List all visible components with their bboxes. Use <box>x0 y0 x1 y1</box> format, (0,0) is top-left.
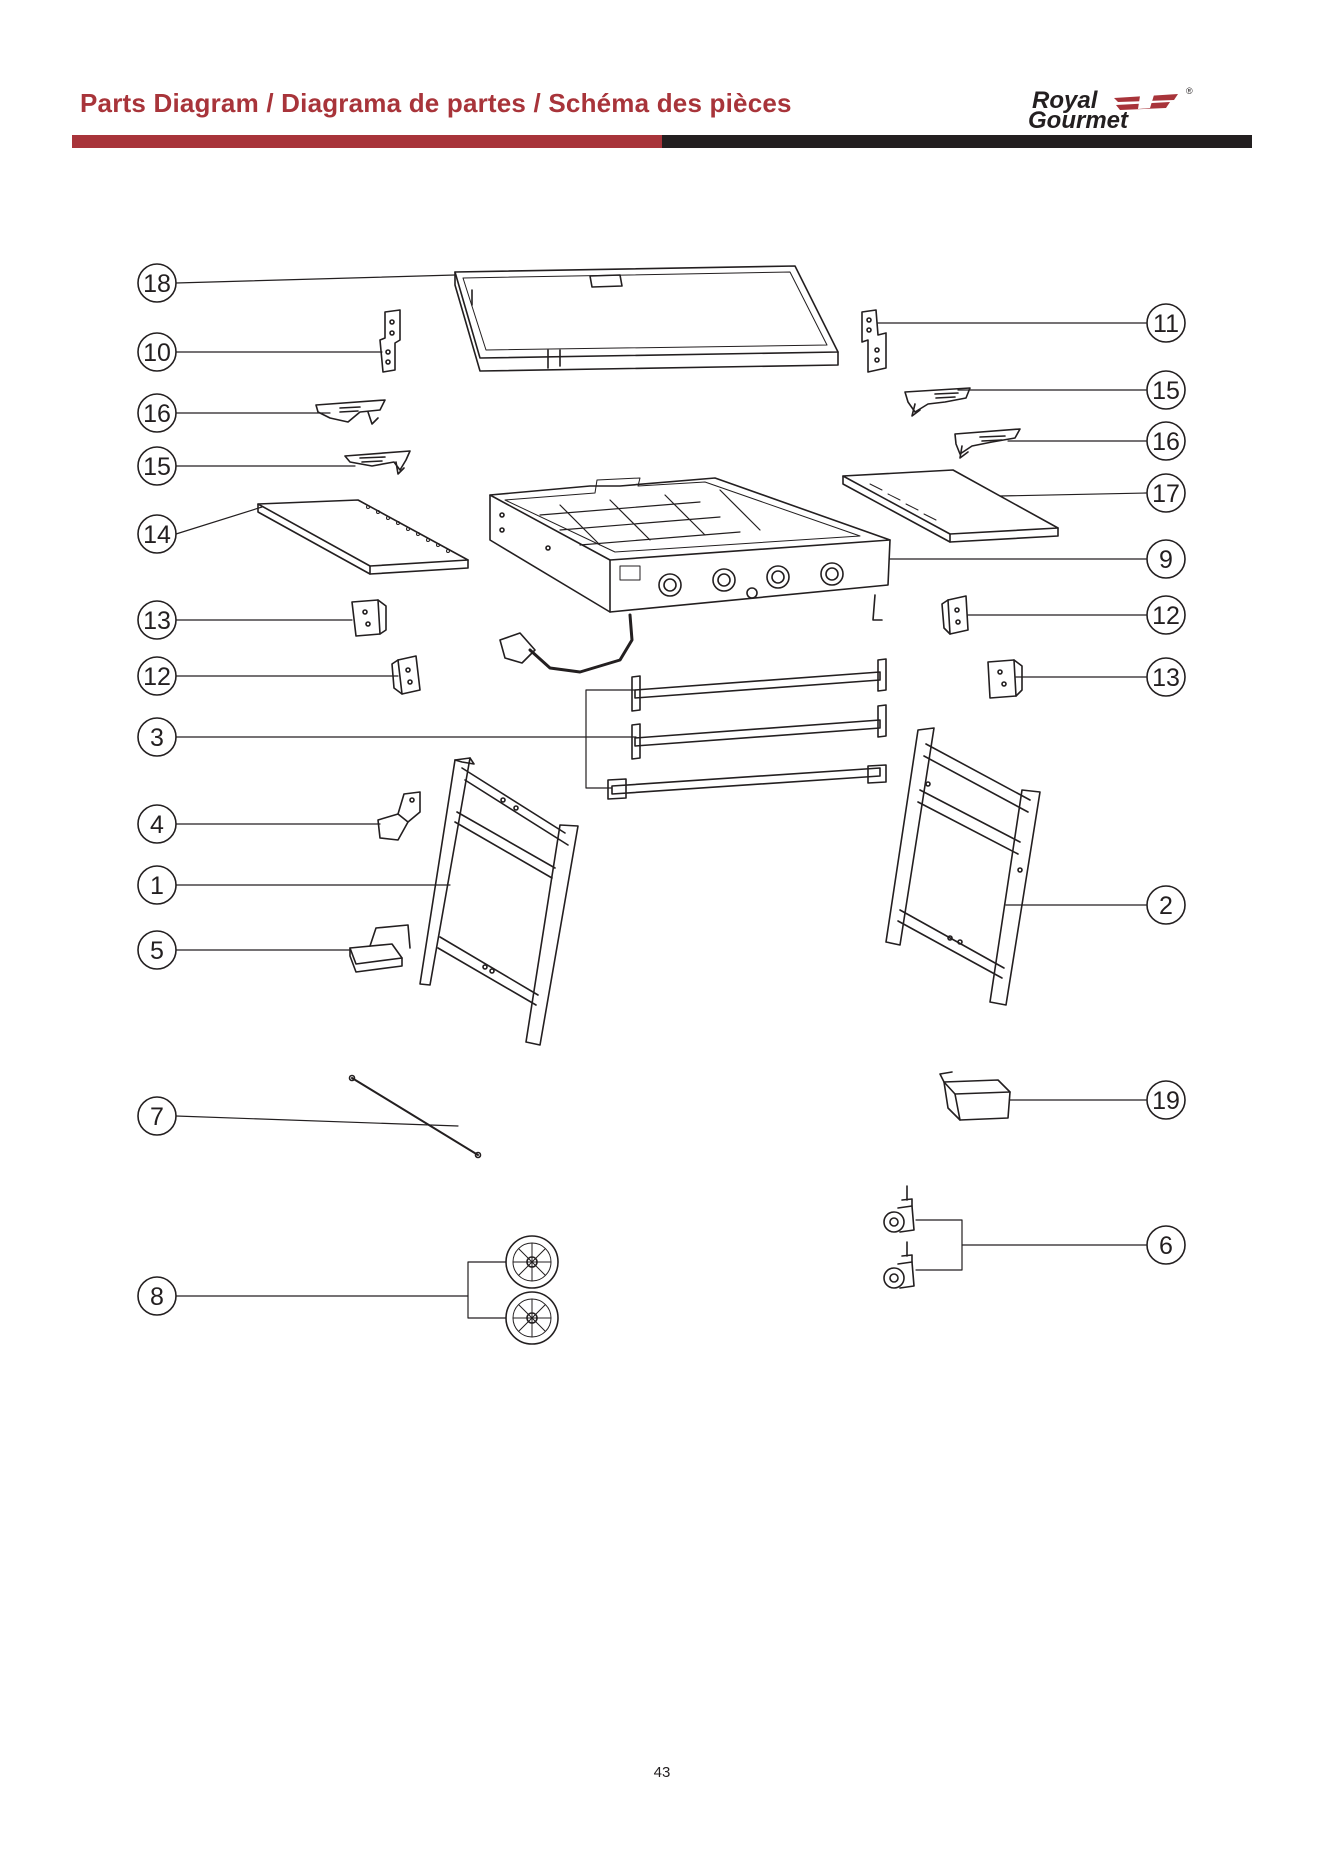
callout-circles <box>138 264 1185 1315</box>
part-8-wheels <box>506 1236 558 1344</box>
callout-7: 7 <box>150 1103 164 1131</box>
part-12-left-bracket <box>392 656 420 694</box>
callout-15-left: 15 <box>143 453 171 481</box>
part-15-left-shelf-bracket <box>345 451 410 474</box>
callout-8: 8 <box>150 1283 164 1311</box>
part-16-right-shelf-bracket <box>955 429 1020 458</box>
callout-18: 18 <box>143 270 171 298</box>
callout-19: 19 <box>1152 1087 1180 1115</box>
callout-12-left: 12 <box>143 663 171 691</box>
callout-5: 5 <box>150 937 164 965</box>
callout-3: 3 <box>150 724 164 752</box>
part-17-right-side-shelf <box>843 470 1058 542</box>
part-9-burner-box <box>490 478 890 672</box>
callout-12-right: 12 <box>1152 602 1180 630</box>
part-6-casters <box>884 1186 914 1288</box>
part-10-left-hinge <box>380 310 400 372</box>
callout-2: 2 <box>1159 892 1173 920</box>
callout-17: 17 <box>1152 480 1180 508</box>
part-3-cross-braces <box>608 659 886 799</box>
part-11-right-hinge <box>862 310 886 372</box>
callout-14: 14 <box>143 521 171 549</box>
part-1-left-leg-frame <box>420 758 578 1045</box>
callout-13-right: 13 <box>1152 664 1180 692</box>
part-13-right-bracket <box>988 660 1022 698</box>
part-5-bracket <box>350 925 410 972</box>
part-18-griddle-lid <box>455 266 838 371</box>
callout-10: 10 <box>143 339 171 367</box>
part-14-left-side-shelf <box>258 500 468 574</box>
callout-13-left: 13 <box>143 607 171 635</box>
part-15-right-shelf-bracket <box>905 388 970 416</box>
part-2-right-leg-frame <box>886 728 1040 1005</box>
callout-16-left: 16 <box>143 400 171 428</box>
callout-11: 11 <box>1153 310 1179 338</box>
callout-15-right: 15 <box>1152 377 1180 405</box>
callout-6: 6 <box>1159 1232 1173 1260</box>
part-19-grease-tray <box>940 1072 1010 1120</box>
part-4-bracket <box>378 792 420 840</box>
callout-9: 9 <box>1159 546 1173 574</box>
part-7-axle-rod <box>350 1076 481 1158</box>
callout-4: 4 <box>150 811 164 839</box>
callout-16-right: 16 <box>1152 428 1180 456</box>
part-12-right-bracket <box>942 596 968 634</box>
part-13-left-bracket <box>352 600 386 636</box>
part-16-left-shelf-bracket <box>316 400 385 424</box>
page-number: 43 <box>0 1764 1324 1781</box>
callout-1: 1 <box>150 872 164 900</box>
